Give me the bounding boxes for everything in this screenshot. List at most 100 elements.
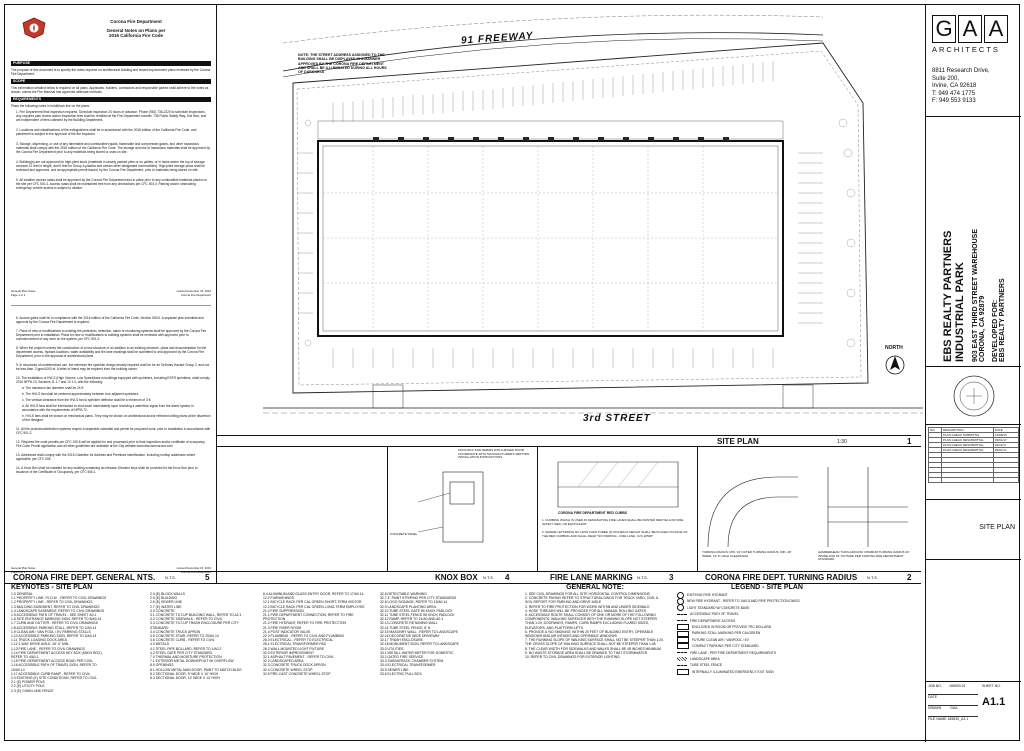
keynote-item: 1.1 PROPERTY LINE / R.O.W. - REFER TO CI…: [11, 596, 107, 601]
keynote-item: 32.4 CONCRETE WHEEL STOP: [263, 667, 313, 672]
legend-item: TUBE STEEL FENCE: [677, 662, 857, 668]
general-notes-heading: GENERAL NOTE:: [566, 584, 624, 591]
note-10d: d. All HVLS fans shall be interlocked to…: [22, 404, 194, 412]
lane-note-1: 1. CURBING WHICH IS USED IN DESIGNATING …: [542, 518, 684, 526]
keynote-item: 21.0 FIRE SUPPRESSION: [263, 608, 304, 613]
file-label: FILE NAME: [928, 717, 947, 721]
fire-notes-panel: Corona Fire Department General Notes on …: [11, 15, 211, 580]
keynote-item: 12.2 BICYCLE RACK PER CAL GREEN LONG-TER…: [263, 604, 365, 609]
project-address-2: CORONA, CA 92879: [978, 295, 986, 362]
note-3: 3. Storage, dispensing, or use of any fl…: [16, 142, 210, 154]
north-arrow-icon: [885, 355, 905, 375]
site-plan-drawing: 91 FREEWAY 3rd STREET NORTH NOTE: THE ST…: [223, 13, 923, 433]
scope-text: This information detailed below is requi…: [11, 86, 209, 94]
general-note-item: 4. HOSE THREADS WILL BE PROVIDED FOR ALL…: [525, 608, 647, 613]
legend-label: FIRE LANE - PER FIRE DEPARTMENT REQUIREM…: [690, 650, 776, 655]
general-note-item: 10. REFER TO CIVIL DRAWINGS FOR EXTERIOR…: [525, 655, 620, 660]
sheet-title-block: SITE PLAN: [926, 500, 1021, 560]
legend-item: INTERNALLY ILLUMINATED EMERGENCY EXIT SI…: [677, 668, 857, 675]
legend-title: LEGEND - SITE PLAN: [731, 584, 803, 591]
keynote-item: 32.15 MASONRY WALL - REFER TO LANDSCAPE: [380, 629, 458, 634]
footer-left-2: General Plan Notes: [11, 566, 36, 570]
note-9: 9. In structures of undetermined use, th…: [16, 363, 210, 371]
legend-symbol-icon: [677, 636, 689, 643]
lane-note-2: 2. WHERE LETTERING NO LESS THAN THREE (3…: [542, 530, 688, 538]
firm-tel: T: 949 474 1775: [932, 90, 976, 97]
firm-address-1: 8811 Research Drive,: [932, 68, 990, 74]
drawn-value: GAA: [950, 706, 958, 710]
keynote-item: 1.13 FIRE LANE - REFER TO CIVIL DRAWINGS: [11, 646, 85, 651]
legend-symbol-icon: [677, 664, 687, 666]
keynote-item: 32.1 ASPHALT PAVEMENT - REFER TO CIVIL: [263, 655, 334, 660]
firm-address-2: Suite 200,: [932, 75, 960, 82]
legend-label: ACCESSIBLE PATH OF TRAVEL: [690, 612, 739, 617]
keynote-item: 3.3 CONCRETE TILT-UP TRASH ENCLOSURE PER…: [150, 621, 239, 630]
firm-sub: ARCHITECTS: [932, 45, 1000, 54]
keynote-item: 2.5 (E) BUILDING: [150, 596, 178, 601]
job-no-label: JOB NO.: [928, 684, 943, 688]
keynote-item: 12.1 BICYCLE RACK PER CAL GREEN SHORT-TE…: [263, 600, 362, 605]
requirements-intro: Place the following notes in bold/block …: [11, 104, 90, 108]
keynote-item: 32.3 CONCRETE TRUCK DOCK APRON: [263, 663, 326, 668]
keynote-item: 1.5 ACCESSIBLE PATH OF TRAVEL - SEE SHEE…: [11, 613, 97, 618]
legend-label: LANDSCAPE AREA: [690, 657, 720, 661]
knox-number: 4: [505, 573, 510, 582]
keynote-item: 3.2 CONCRETE SIDEWALK - REFER TO CIVIL: [150, 617, 223, 622]
keynote-item: 7.1 EXTERIOR METAL DOWNSPOUT W/ OVERFLOW: [150, 659, 234, 664]
general-notes-col: GENERAL NOTE: 1. SEE CIVIL DRAWINGS FOR …: [525, 583, 665, 742]
keynote-item: 32.6 DETECTABLE WARNING: [380, 592, 427, 596]
sheet-info-block: JOB NO. 165530.01 DATE DRAWN GAA FILE NA…: [926, 682, 1021, 740]
legend-symbol-icon: [677, 624, 689, 631]
keynote-item: 33.1 INSTALL WATER METER FOR DOMESTIC: [380, 650, 454, 655]
firm-letter: A: [958, 15, 982, 43]
keynote-item: 26.2 WALL MOUNTED LIGHT FIXTURE: [263, 646, 324, 651]
fire-lane-svg: [557, 461, 679, 508]
knox-note-2: CONCRETE PANEL: [390, 532, 418, 536]
keynote-item: 33.5 SEWER LINE: [380, 667, 409, 672]
keynote-item: 12.0 FURNISHINGS: [263, 596, 294, 601]
turn-note-2: HAMMERHEAD TURN-AROUND: MINIMUM TURNING …: [818, 550, 910, 562]
keynote-item: 3.1 CONCRETE TILT-UP BUILDING WALL, REFE…: [150, 613, 242, 618]
knox-note-1: KNOX-BOX 3200 SERIES WITH HINGED DOOR CO…: [458, 448, 530, 460]
legend-item: COMPACT PARKING PER CITY STANDARD: [677, 643, 857, 650]
keynote-item: 32.13 CONCRETE RETAINING WALL: [380, 621, 438, 626]
keynote-item: 1.10 ACCESSIBLE PARKING SIGN, REFER TO 3…: [11, 634, 97, 639]
keynote-item: 1.6 SITE ENTRANCE MARKING SIGN, REFER TO…: [11, 617, 102, 622]
note-10b: b. The HVLS fan shall be centered approx…: [22, 392, 140, 396]
lane-title: FIRE LANE MARKING: [550, 573, 633, 582]
general-note-item: 7. THE RUNNING SLOPE OF WALKING SURFACE …: [525, 638, 664, 647]
section-scope: SCOPE: [11, 79, 211, 84]
keynote-item: 8.3 SECTIONAL DOOR, 12' WIDE X 14' HIGH: [150, 676, 220, 681]
keynote-item: 32.17 TRASH ENCLOSURE: [380, 638, 423, 643]
keynote-item: 21.4 POST INDICATOR VALVE: [263, 629, 311, 634]
keynotes-title: KEYNOTES - SITE PLAN: [11, 584, 93, 591]
page-2-label: Page 2 of 2: [11, 570, 26, 574]
keynote-item: 32.14 TUBE STEEL FENCE, 8' H.: [380, 625, 432, 630]
keynote-item: 21.3 FIRE RISER ROOM: [263, 625, 302, 630]
footer-dept-2: Corona Fire Department: [180, 570, 211, 574]
turning-radius-svg: [707, 467, 908, 548]
keynote-item: 2.7 (E) WATER LINE: [150, 604, 182, 609]
detail-title-strip: CORONA FIRE DEPT. GENERAL NTS. N.T.S. 5 …: [5, 571, 921, 584]
purpose-text: The purpose of this document is to speci…: [11, 68, 211, 76]
legend-symbol-icon: [677, 668, 689, 675]
legend-symbol-icon: [677, 604, 684, 612]
footer-revised-2: revised November 16, 2016: [176, 566, 211, 570]
keynote-item: 2.1 (E) POWER POLE: [11, 680, 45, 685]
legend-label: ENCLOSED IN ROOM OR PROVIDE TRC BOLLARD: [692, 625, 772, 630]
date-label: DATE: [928, 695, 938, 699]
legend-symbol-icon: [677, 657, 687, 662]
keynote-item: 2.2 (E) UTILITY POLE: [11, 684, 45, 689]
fire-notes-page-2: 6. Access gates shall be in compliance w…: [11, 305, 211, 581]
keynote-item: 21.2 FIRE HYDRANT, REFER TO FIRE PROTECT…: [263, 621, 346, 626]
general-notes-scale: N.T.S.: [165, 575, 176, 580]
keynote-item: 1.2 PROPERTY LINE - REFER TO CIVIL DRAWI…: [11, 600, 93, 605]
firm-address-3: Irvine, CA 92618: [932, 83, 977, 89]
keynote-item: 33.6 ELECTRIC PULL BOX: [380, 671, 422, 676]
legend-label: COMPACT PARKING PER CITY STANDARD: [692, 644, 759, 649]
